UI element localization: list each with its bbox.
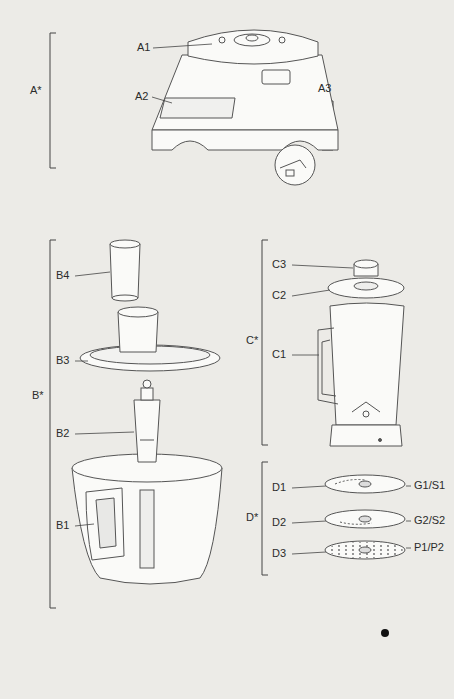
jug-lid bbox=[328, 260, 404, 298]
callout-number: D1 bbox=[272, 481, 286, 494]
bowl bbox=[72, 454, 222, 584]
discs bbox=[325, 475, 405, 559]
callout-number: D2 bbox=[272, 516, 286, 529]
callout-number: P1/P2 bbox=[414, 541, 444, 554]
callout-number: A2 bbox=[135, 90, 148, 103]
lid bbox=[80, 307, 220, 371]
callout-number: B* bbox=[32, 389, 44, 402]
callout-number: A1 bbox=[137, 41, 150, 54]
pusher bbox=[110, 240, 140, 301]
callout-number: A3 bbox=[318, 82, 331, 95]
callout-number: C2 bbox=[272, 289, 286, 302]
bracket bbox=[262, 240, 268, 445]
callout-number: B2 bbox=[56, 427, 69, 440]
blender-jug bbox=[318, 303, 404, 446]
bracket bbox=[50, 240, 56, 608]
callout-number: G2/S2 bbox=[414, 514, 445, 527]
callout-number: A* bbox=[30, 84, 42, 97]
callout-number: C1 bbox=[272, 348, 286, 361]
callout-number: C* bbox=[246, 334, 258, 347]
spindle bbox=[134, 380, 160, 462]
callout-number: B1 bbox=[56, 519, 69, 532]
callout-number: D* bbox=[246, 511, 258, 524]
callout-number: D3 bbox=[272, 547, 286, 560]
callout-number: B3 bbox=[56, 354, 69, 367]
bracket bbox=[50, 33, 56, 168]
leader-lines bbox=[75, 44, 411, 554]
motor-base bbox=[152, 30, 338, 185]
callout-number: G1/S1 bbox=[414, 479, 445, 492]
bracket bbox=[262, 462, 268, 575]
callout-number: B4 bbox=[56, 269, 69, 282]
callout-number: C3 bbox=[272, 258, 286, 271]
page-dot bbox=[381, 629, 389, 637]
